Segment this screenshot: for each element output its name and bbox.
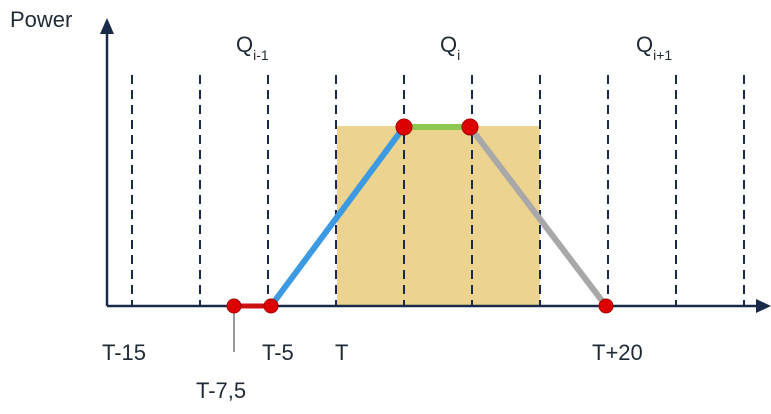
time-label-t-minus-7-5: T-7,5 (196, 378, 246, 403)
ramp-up-segment (268, 124, 407, 309)
axes (100, 18, 771, 313)
time-label-t-minus-5: T-5 (262, 340, 294, 365)
x-axis-arrow-icon (756, 299, 771, 313)
point-ramp-top-end (461, 118, 479, 136)
time-label-t-plus-20: T+20 (592, 340, 643, 365)
quarter-label-next: Qi+1 (636, 32, 672, 63)
point-t-minus-7-5 (226, 298, 242, 314)
point-t-plus-20 (598, 298, 614, 314)
time-gridlines (131, 75, 745, 305)
y-axis-label: Power (10, 7, 72, 32)
quarter-label-current: Qi (440, 32, 460, 63)
y-axis-arrow-icon (100, 18, 114, 34)
point-ramp-top-start (395, 118, 413, 136)
ramp-down-segment (467, 124, 609, 309)
highlighted-quarter-region (337, 126, 540, 306)
time-label-t: T (335, 340, 348, 365)
time-label-t-minus-15: T-15 (102, 340, 146, 365)
trajectory-points (226, 118, 614, 314)
point-t-minus-5 (263, 298, 279, 314)
quarter-label-prev: Qi-1 (236, 32, 269, 63)
